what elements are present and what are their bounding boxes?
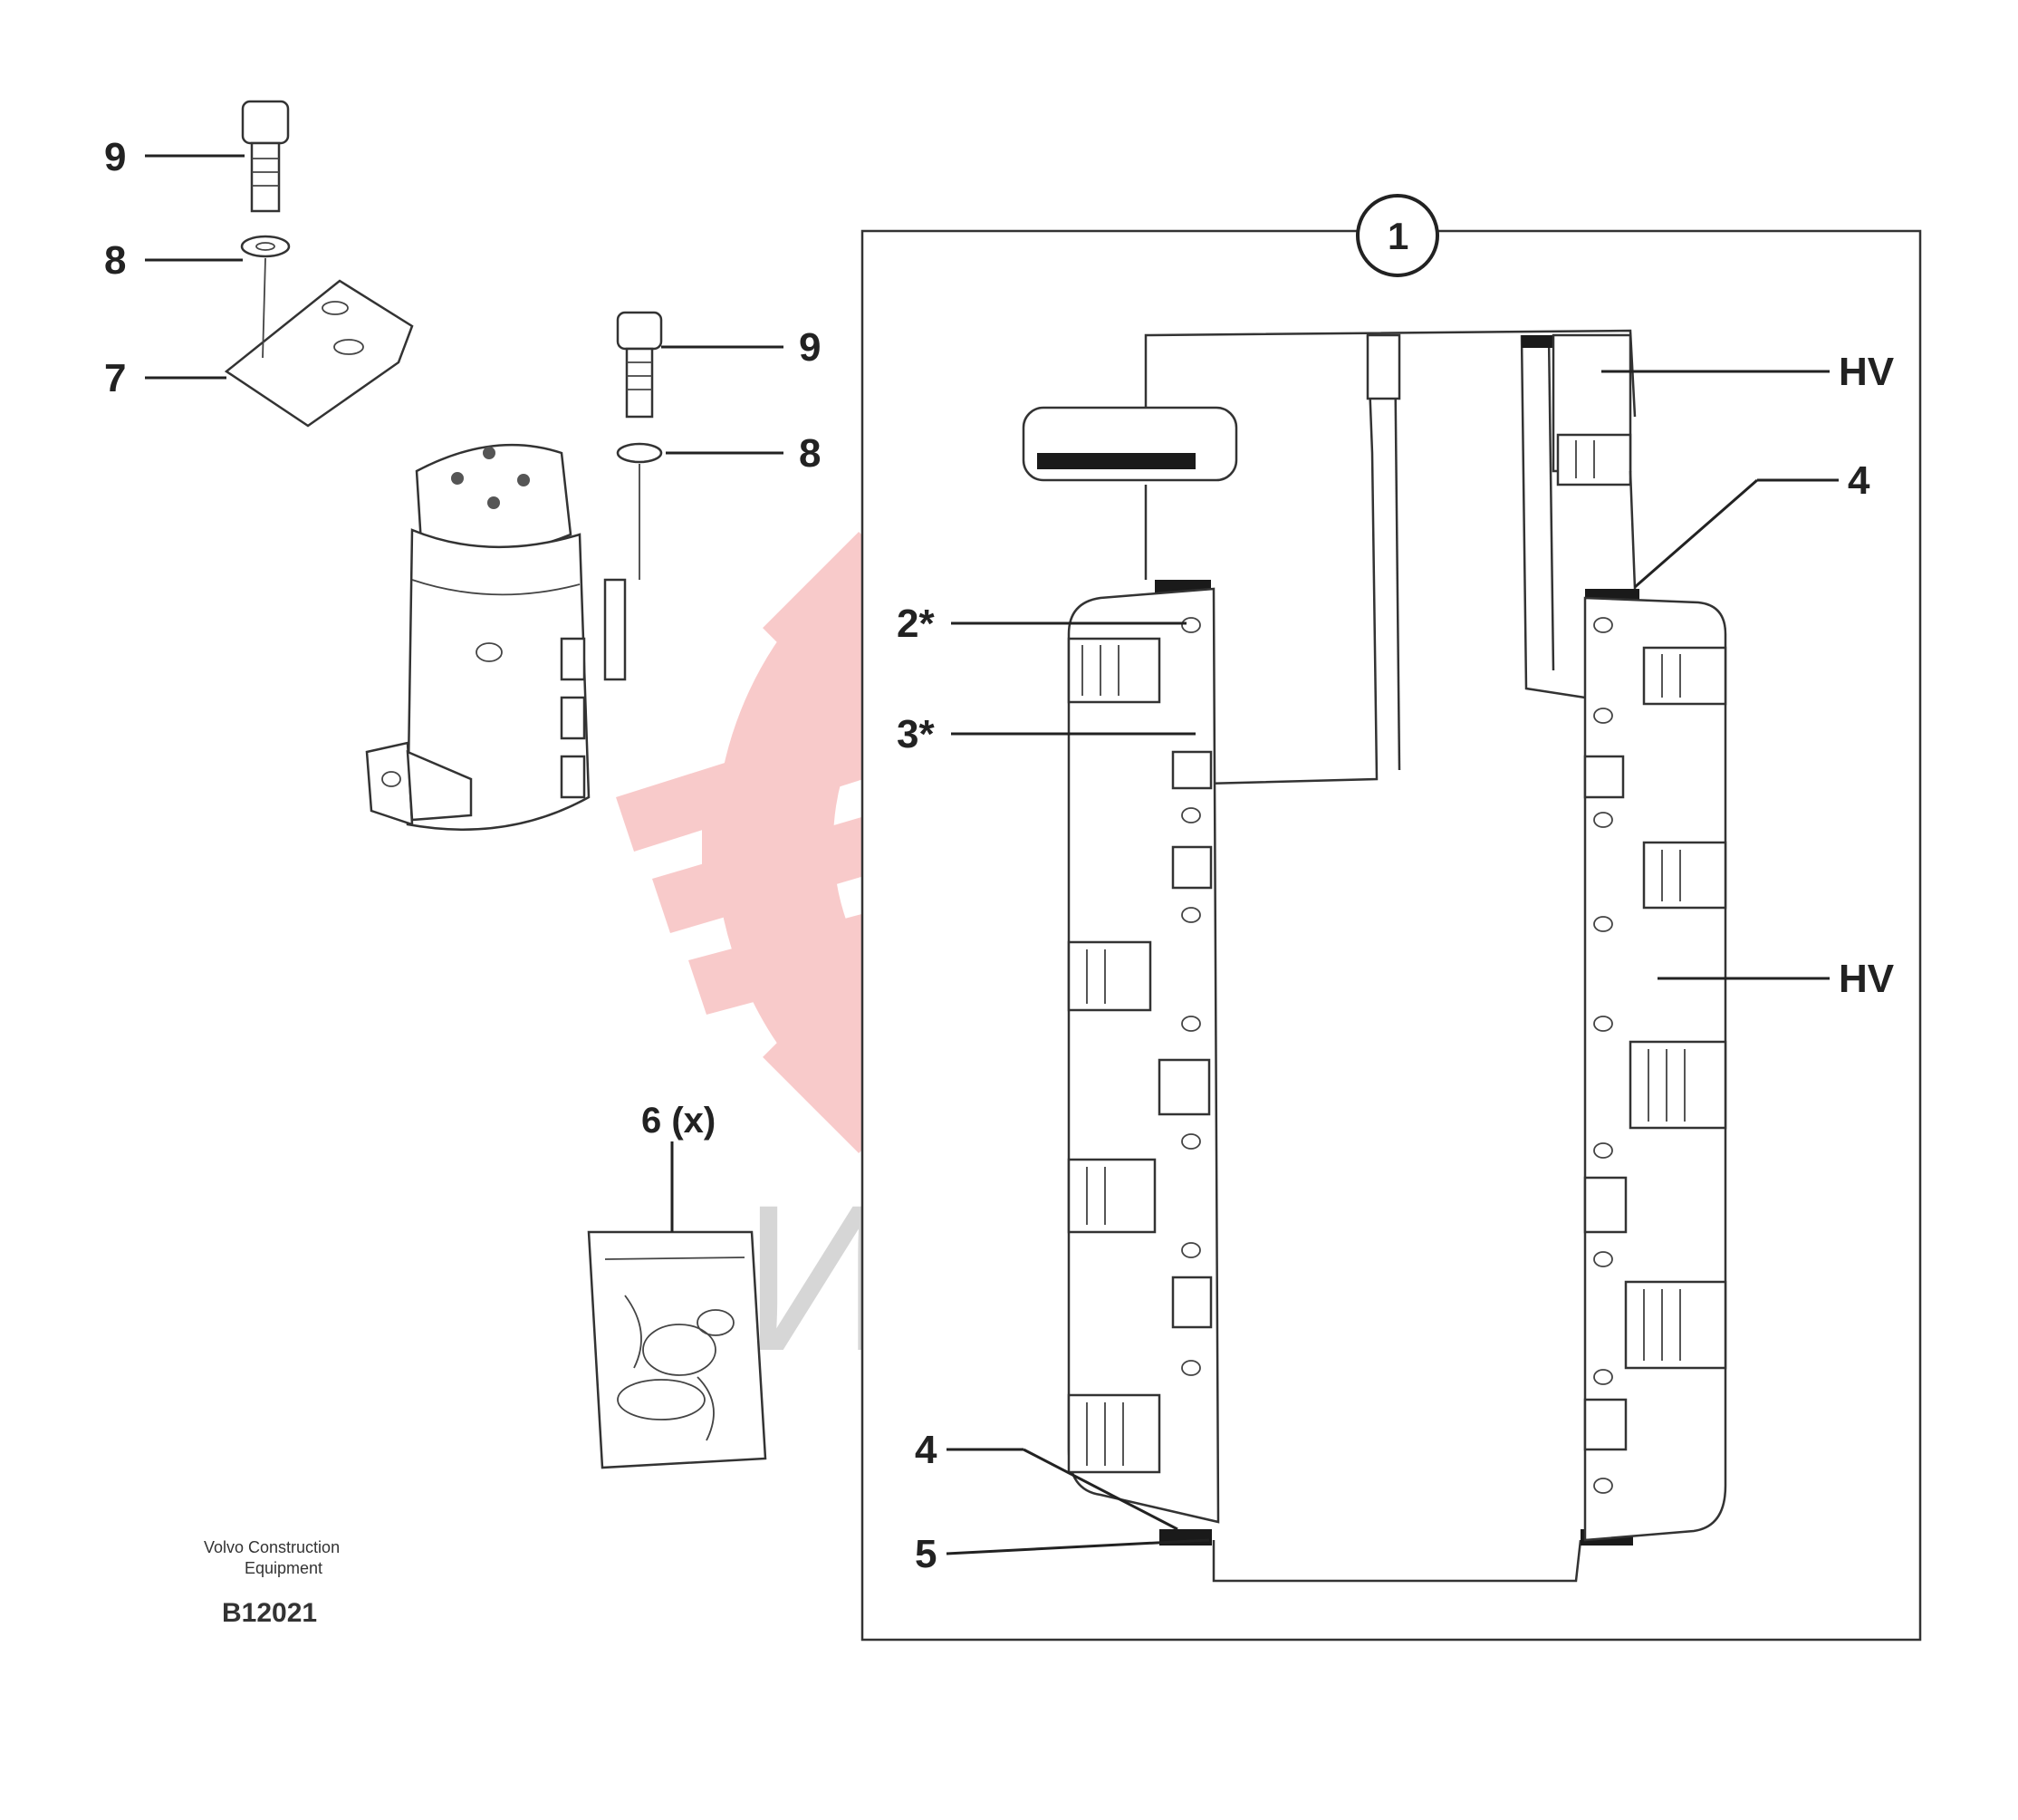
callout-hv-top: HV <box>1839 350 1895 394</box>
caption-line2: Equipment <box>245 1559 322 1577</box>
bolt-right <box>616 311 663 419</box>
valve-block-right <box>1552 333 1727 1542</box>
callout-7: 7 <box>104 356 126 400</box>
bolt-top-left <box>241 100 290 213</box>
callout-3: 3* <box>897 712 935 756</box>
callout-1: 1 <box>1388 215 1408 257</box>
swivel-body <box>365 443 591 831</box>
callout-9-right: 9 <box>799 325 821 370</box>
callout-2: 2* <box>897 602 935 646</box>
caption: Volvo Construction Equipment B12021 <box>204 1538 340 1628</box>
caption-line1: Volvo Construction <box>204 1538 340 1556</box>
assembly-frame <box>860 229 1922 1642</box>
valve-block-left <box>1067 587 1220 1524</box>
assembly-callout-circle <box>1356 194 1439 277</box>
leader-lines <box>145 154 1839 1555</box>
top-manifold <box>1022 406 1238 482</box>
callout-6x: 6 (x) <box>641 1101 716 1141</box>
callout-4-top: 4 <box>1848 458 1870 503</box>
callout-9-left: 9 <box>104 135 126 179</box>
figure-id: B12021 <box>222 1598 317 1628</box>
gasket-kit-bag <box>587 1230 767 1469</box>
callout-8-left: 8 <box>104 238 126 283</box>
bracket-plate <box>224 257 414 428</box>
washer-top-left <box>240 235 291 258</box>
callout-5: 5 <box>915 1532 937 1576</box>
washer-right <box>603 442 663 681</box>
callout-4-bottom: 4 <box>915 1428 937 1472</box>
callout-hv-mid: HV <box>1839 957 1895 1001</box>
callout-8-right: 8 <box>799 431 821 476</box>
